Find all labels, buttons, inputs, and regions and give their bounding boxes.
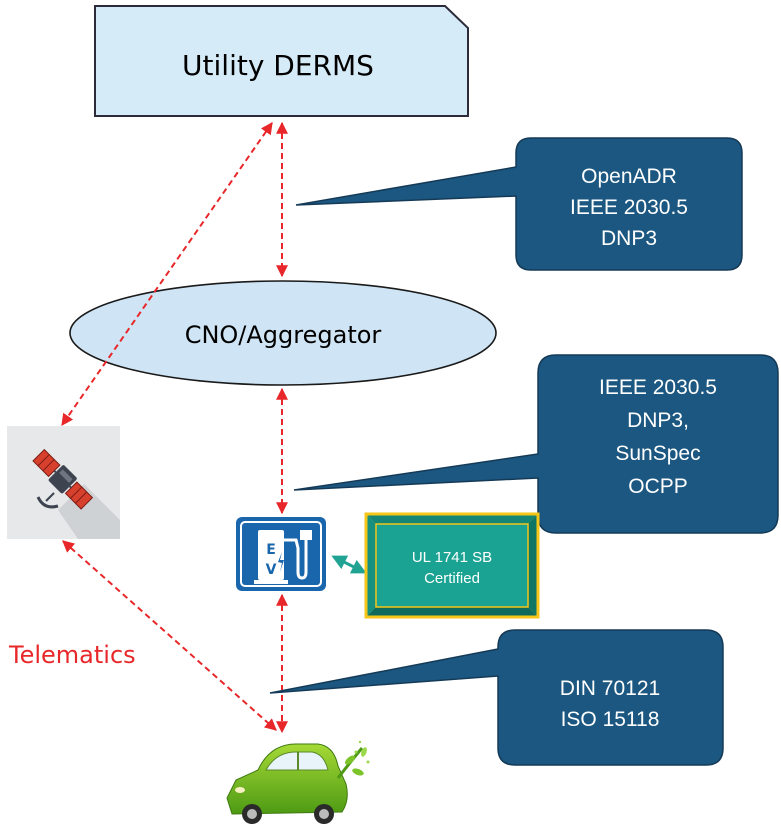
ev-charging-station-icon: E V	[236, 517, 326, 591]
protocol-ieee-2030-5: IEEE 2030.5	[570, 196, 688, 219]
electric-car-icon	[226, 740, 370, 824]
protocol-ocpp: OCPP	[628, 475, 688, 498]
callout-vehicle-protocols: DIN 70121 ISO 15118	[269, 629, 724, 766]
aggregator-node: CNO/Aggregator	[69, 280, 497, 386]
utility-derms-label: Utility DERMS	[182, 49, 374, 82]
certification-badge: UL 1741 SB Certified	[364, 512, 540, 619]
charger-certification-link	[331, 555, 367, 574]
protocol-dnp3: DNP3,	[627, 409, 689, 432]
satellite-icon	[7, 426, 120, 539]
cert-line-2: Certified	[424, 570, 480, 587]
link-derms-satellite	[61, 122, 273, 426]
charger-letter-v: V	[266, 562, 277, 578]
protocol-sunspec: SunSpec	[615, 442, 700, 465]
utility-derms-box: Utility DERMS	[94, 5, 469, 117]
link-satellite-vehicle	[62, 540, 277, 731]
callout-charger-protocols: IEEE 2030.5 DNP3, SunSpec OCPP	[293, 354, 779, 534]
telematics-label: Telematics	[8, 641, 136, 669]
aggregator-label: CNO/Aggregator	[185, 321, 382, 349]
callout-derms-protocols: OpenADR IEEE 2030.5 DNP3	[295, 137, 743, 271]
protocol-dnp3: DNP3	[601, 227, 657, 250]
protocol-ieee-2030-5: IEEE 2030.5	[599, 376, 717, 399]
protocol-iso-15118: ISO 15118	[561, 708, 660, 731]
cert-line-1: UL 1741 SB	[412, 549, 492, 566]
protocol-din-70121: DIN 70121	[560, 677, 660, 700]
charger-letter-e: E	[266, 542, 276, 558]
communication-links	[61, 121, 288, 734]
protocol-openadr: OpenADR	[581, 165, 677, 188]
